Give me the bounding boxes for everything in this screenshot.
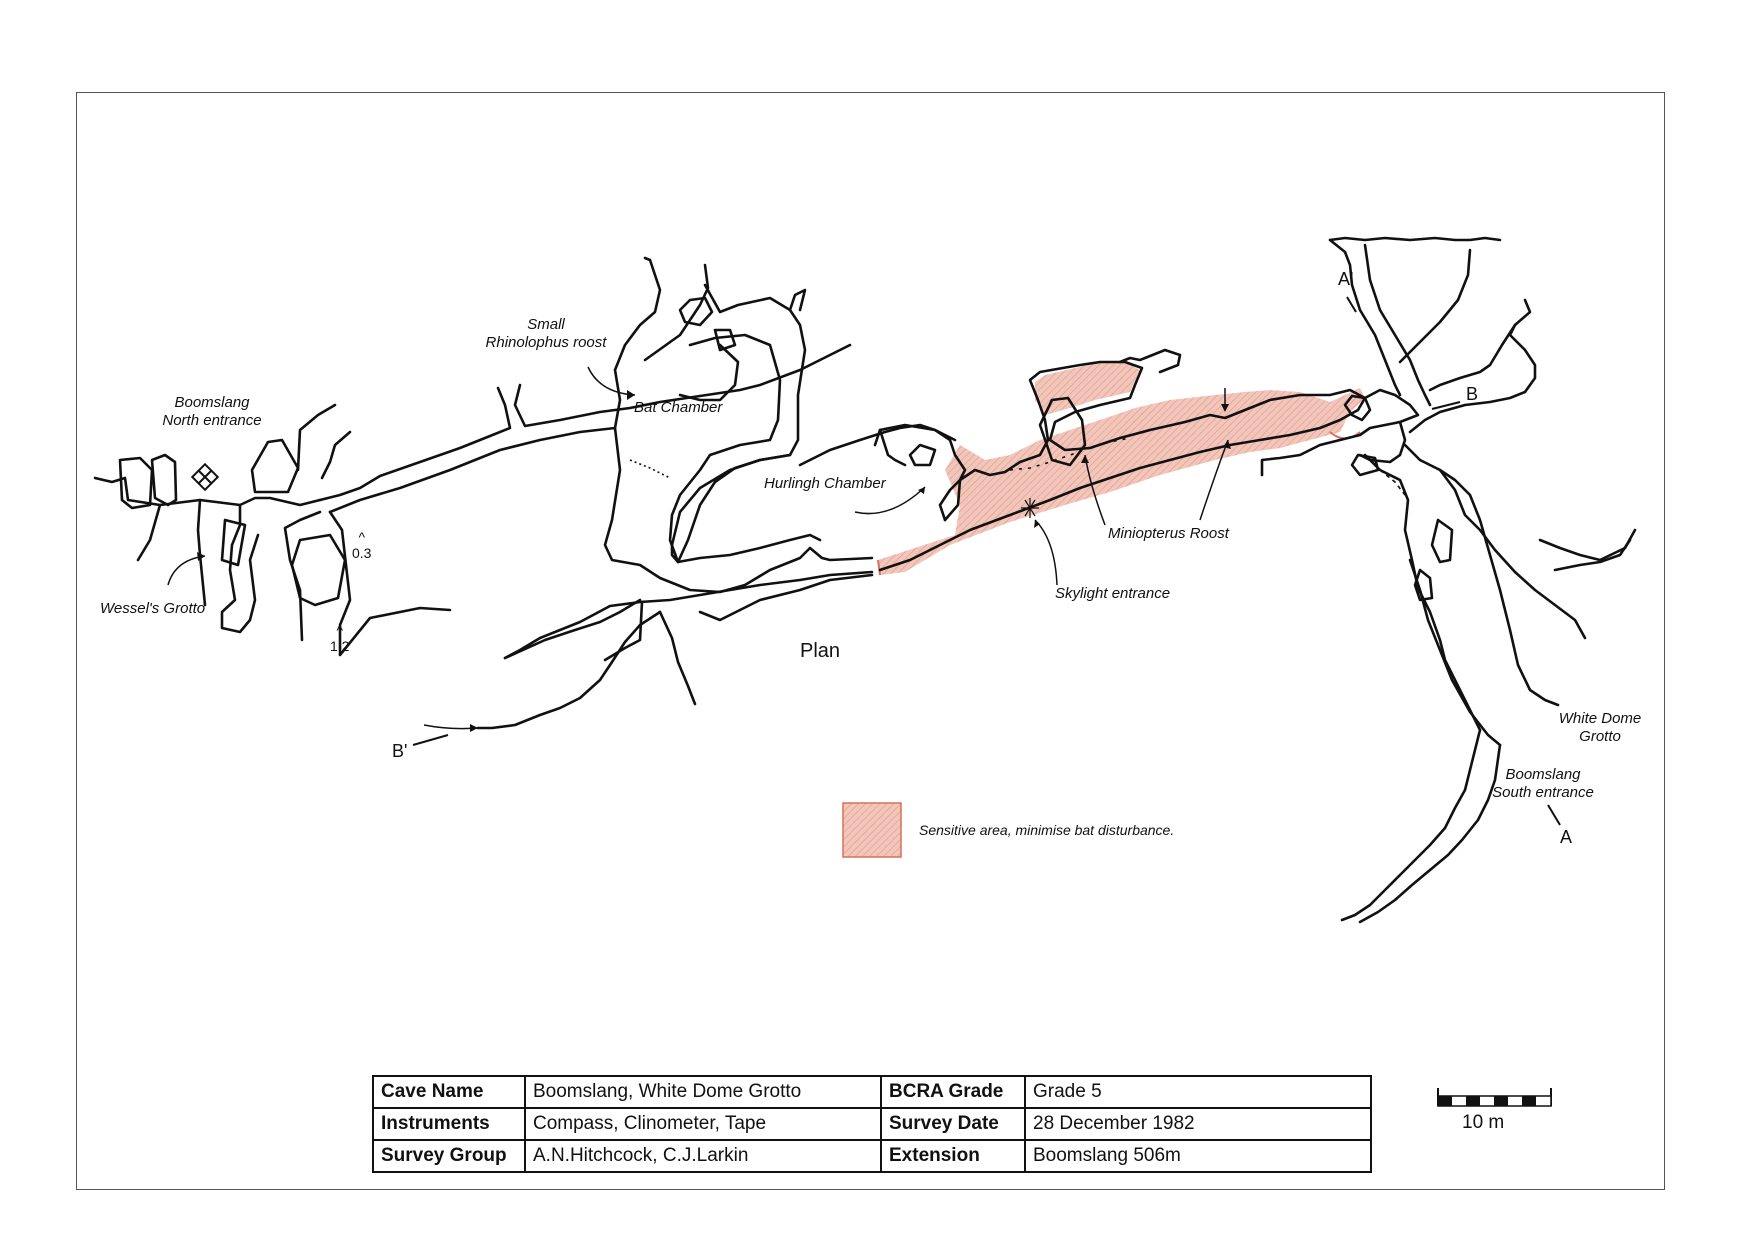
label-white-dome-grotto: White Dome Grotto: [1550, 710, 1650, 746]
section-line-b: [1431, 401, 1461, 410]
label-wessels-grotto: Wessel's Grotto: [100, 600, 206, 617]
plan-label: Plan: [800, 640, 841, 662]
cell-value: Compass, Clinometer, Tape: [524, 1107, 882, 1141]
scale-bar: [1437, 1088, 1552, 1107]
scale-label: 10 m: [1462, 1112, 1505, 1133]
label-north-entrance-line1: Boomslang: [174, 394, 250, 411]
marker-b: B: [1466, 384, 1479, 404]
cell-key: Survey Date: [880, 1107, 1026, 1141]
depth-label-1-2: ^1.2: [330, 622, 350, 654]
legend-swatch: [842, 802, 902, 858]
cell-value: Boomslang, White Dome Grotto: [524, 1075, 882, 1109]
table-row: Survey Group A.N.Hitchcock, C.J.Larkin E…: [372, 1139, 1372, 1173]
legend-text: Sensitive area, minimise bat disturbance…: [919, 822, 1175, 838]
label-small-rhinolophus: Small Rhinolophus roost: [476, 316, 616, 352]
section-line-a-prime: [1346, 296, 1357, 313]
entrance-symbol: [190, 462, 220, 492]
label-white-dome-line1: White Dome: [1558, 710, 1642, 727]
label-small-rhinolophus-line1: Small: [527, 316, 565, 333]
section-line-a: [1547, 804, 1561, 826]
label-miniopterus-roost: Miniopterus Roost: [1108, 525, 1229, 542]
label-south-entrance-line2: South entrance: [1492, 784, 1594, 801]
cell-value: A.N.Hitchcock, C.J.Larkin: [524, 1139, 882, 1173]
skylight-symbol: [1021, 498, 1039, 518]
label-south-entrance: Boomslang South entrance: [1488, 766, 1598, 802]
label-north-entrance: Boomslang North entrance: [152, 394, 272, 430]
table-row: Instruments Compass, Clinometer, Tape Su…: [372, 1107, 1372, 1141]
map-frame: [76, 92, 1665, 1190]
depth-label-0-3: ^0.3: [352, 529, 372, 561]
sensitive-edge: [877, 559, 881, 576]
marker-b-prime: B': [392, 741, 408, 761]
label-small-rhinolophus-line2: Rhinolophus roost: [485, 334, 607, 351]
depth-value-0-3: 0.3: [352, 545, 372, 561]
marker-a-prime: A': [1338, 269, 1354, 289]
cell-key: Extension: [880, 1139, 1026, 1173]
cell-key: Cave Name: [372, 1075, 526, 1109]
table-row: Cave Name Boomslang, White Dome Grotto B…: [372, 1075, 1372, 1109]
survey-info-table: Cave Name Boomslang, White Dome Grotto B…: [372, 1075, 1372, 1173]
depth-value-1-2: 1.2: [330, 638, 350, 654]
marker-a: A: [1560, 827, 1573, 847]
label-bat-chamber: Bat Chamber: [634, 399, 723, 416]
sensitive-area-upper: [1035, 362, 1140, 415]
label-white-dome-line2: Grotto: [1579, 728, 1621, 745]
arrow-b-prime: [423, 724, 479, 730]
cell-value: Grade 5: [1024, 1075, 1372, 1109]
cell-key: Survey Group: [372, 1139, 526, 1173]
arrow-skylight: [1034, 519, 1058, 586]
cell-key: Instruments: [372, 1107, 526, 1141]
cell-value: 28 December 1982: [1024, 1107, 1372, 1141]
label-skylight-entrance: Skylight entrance: [1055, 585, 1171, 602]
arrow-hurlingh: [854, 486, 926, 515]
cell-key: BCRA Grade: [880, 1075, 1026, 1109]
cell-value: Boomslang 506m: [1024, 1139, 1372, 1173]
label-hurlingh-chamber: Hurlingh Chamber: [764, 475, 886, 492]
label-north-entrance-line2: North entrance: [162, 412, 262, 429]
passage-walls: [93, 236, 1637, 924]
label-south-entrance-line1: Boomslang: [1505, 766, 1581, 783]
sensitive-area: [878, 388, 1365, 575]
section-line-b-prime: [412, 734, 449, 746]
